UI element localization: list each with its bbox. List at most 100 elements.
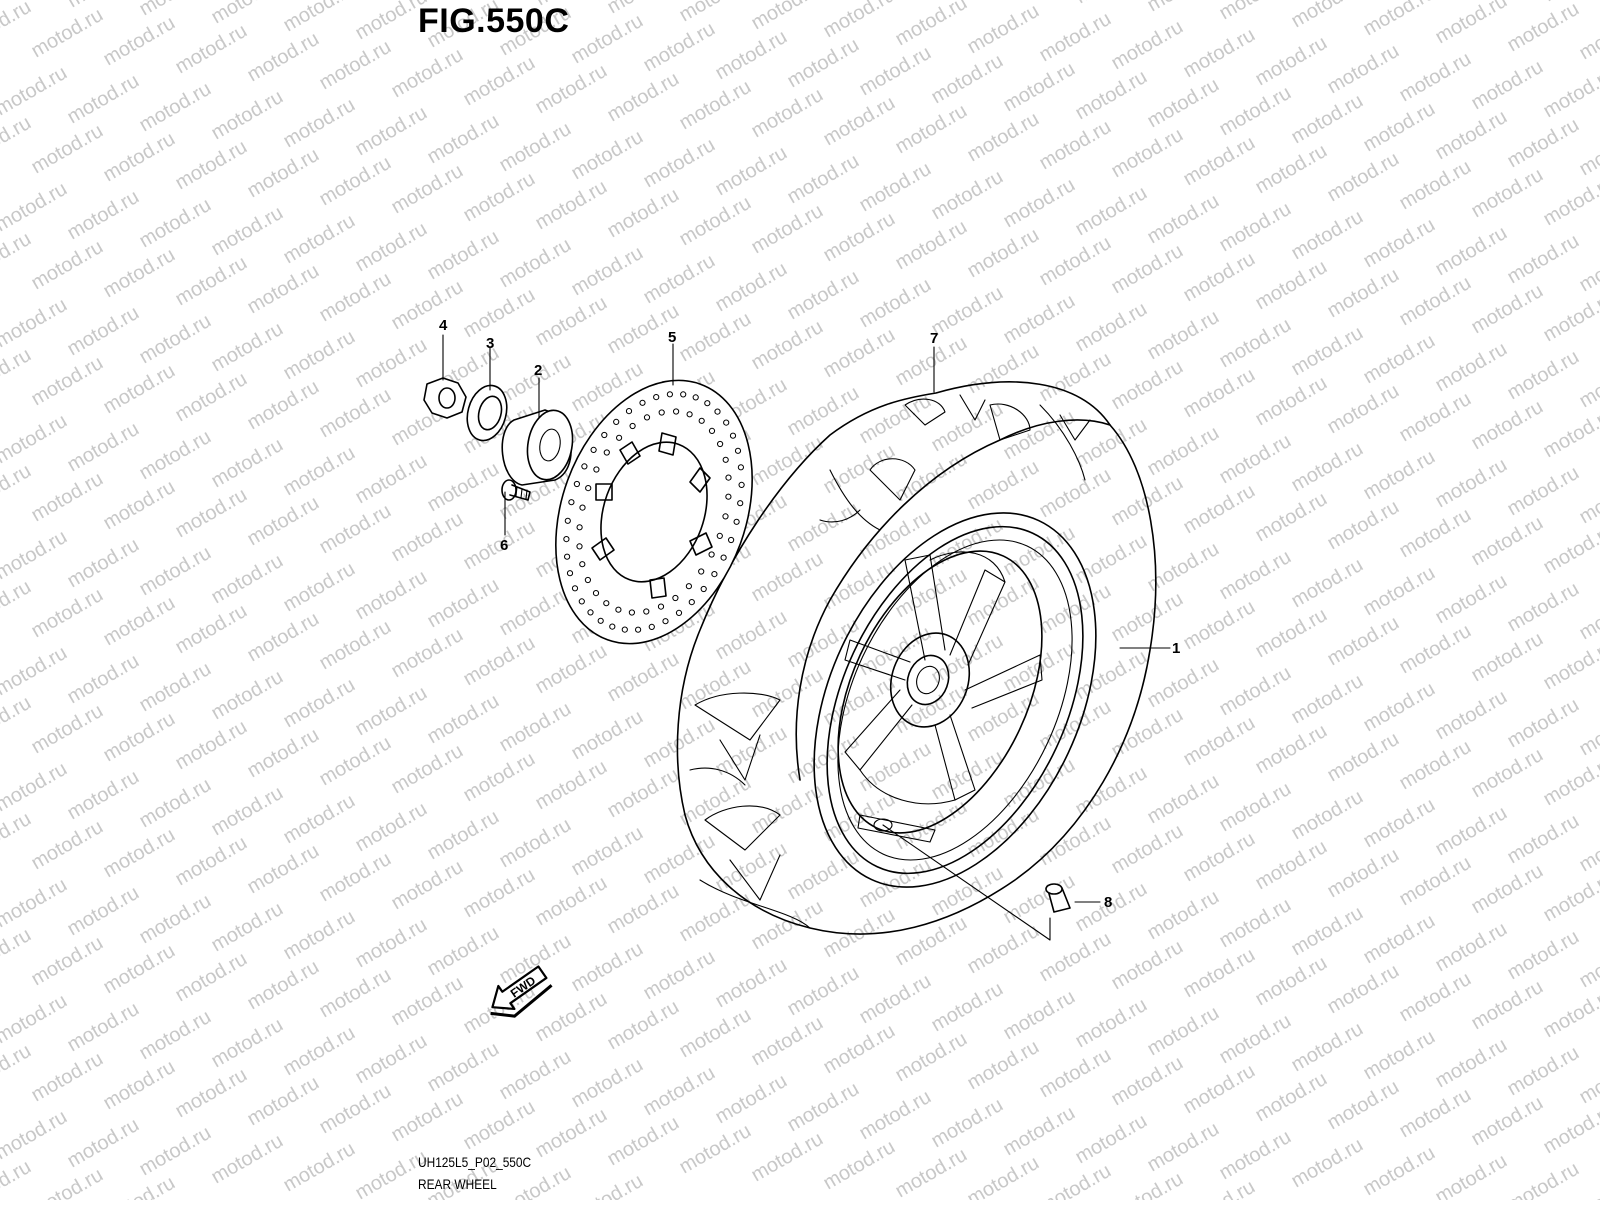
- watermark-text: motod.ru: [280, 790, 359, 849]
- watermark-text: motod.ru: [784, 846, 863, 905]
- watermark-text: motod.ru: [928, 50, 1007, 109]
- watermark-text: motod.ru: [28, 1164, 107, 1200]
- watermark-text: motod.ru: [820, 324, 899, 383]
- watermark-text: motod.ru: [244, 608, 323, 667]
- watermark-text: motod.ru: [316, 616, 395, 675]
- watermark-text: motod.ru: [172, 20, 251, 79]
- watermark-text: motod.ru: [424, 226, 503, 285]
- watermark-text: motod.ru: [1216, 0, 1295, 24]
- watermark-text: motod.ru: [1000, 290, 1079, 349]
- watermark-text: motod.ru: [568, 126, 647, 185]
- watermark-text: motod.ru: [280, 906, 359, 965]
- watermark-text: motod.ru: [1396, 156, 1475, 215]
- watermark-text: motod.ru: [1468, 628, 1547, 687]
- watermark-text: motod.ru: [0, 294, 71, 353]
- watermark-text: motod.ru: [1396, 1084, 1475, 1143]
- watermark-text: motod.ru: [496, 698, 575, 757]
- watermark-text: motod.ru: [172, 252, 251, 311]
- watermark-text: motod.ru: [892, 100, 971, 159]
- watermark-text: motod.ru: [64, 766, 143, 825]
- watermark-text: motod.ru: [1252, 488, 1331, 547]
- watermark-text: motod.ru: [100, 360, 179, 419]
- watermark-text: motod.ru: [1324, 612, 1403, 671]
- watermark-text: motod.ru: [1144, 190, 1223, 249]
- watermark-text: motod.ru: [172, 368, 251, 427]
- watermark-text: motod.ru: [640, 250, 719, 309]
- watermark-text: motod.ru: [100, 824, 179, 883]
- watermark-text: motod.ru: [388, 972, 467, 1031]
- watermark-text: motod.ru: [280, 326, 359, 385]
- watermark-text: motod.ru: [0, 990, 71, 1049]
- watermark-text: motod.ru: [64, 1114, 143, 1173]
- watermark-text: motod.ru: [1504, 230, 1583, 289]
- watermark-text: motod.ru: [424, 110, 503, 169]
- watermark-text: motod.ru: [1504, 0, 1583, 56]
- watermark-text: motod.ru: [1288, 322, 1367, 381]
- watermark-text: motod.ru: [172, 600, 251, 659]
- watermark-text: motod.ru: [1468, 280, 1547, 339]
- watermark-text: motod.ru: [1360, 678, 1439, 737]
- watermark-text: motod.ru: [1432, 1150, 1511, 1200]
- watermark-text: motod.ru: [1072, 646, 1151, 705]
- watermark-text: motod.ru: [1144, 654, 1223, 713]
- watermark-text: motod.ru: [1036, 116, 1115, 175]
- watermark-text: motod.ru: [28, 352, 107, 411]
- watermark-text: motod.ru: [1432, 338, 1511, 397]
- watermark-text: motod.ru: [640, 1062, 719, 1121]
- watermark-text: motod.ru: [568, 822, 647, 881]
- watermark-text: motod.ru: [1180, 24, 1259, 83]
- watermark-text: motod.ru: [1288, 1018, 1367, 1077]
- watermark-text: motod.ru: [1288, 90, 1367, 149]
- watermark-text: motod.ru: [64, 0, 143, 12]
- watermark-text: motod.ru: [1432, 1034, 1511, 1093]
- watermark-text: motod.ru: [676, 1004, 755, 1063]
- watermark-text: motod.ru: [1000, 58, 1079, 117]
- watermark-text: motod.ru: [532, 872, 611, 931]
- watermark-text: motod.ru: [1540, 288, 1600, 347]
- watermark-text: motod.ru: [316, 500, 395, 559]
- watermark-text: motod.ru: [100, 12, 179, 71]
- watermark-text: motod.ru: [136, 1006, 215, 1065]
- watermark-text: motod.ru: [532, 640, 611, 699]
- watermark-text: motod.ru: [964, 340, 1043, 399]
- watermark-text: motod.ru: [1504, 694, 1583, 753]
- watermark-text: motod.ru: [316, 36, 395, 95]
- watermark-text: motod.ru: [1288, 0, 1367, 32]
- watermark-text: motod.ru: [964, 108, 1043, 167]
- watermark-text: motod.ru: [1072, 298, 1151, 357]
- watermark-text: motod.ru: [748, 1012, 827, 1071]
- watermark-text: motod.ru: [28, 468, 107, 527]
- watermark-text: motod.ru: [136, 0, 215, 20]
- watermark-text: motod.ru: [640, 18, 719, 77]
- watermark-text: motod.ru: [892, 448, 971, 507]
- watermark-text: motod.ru: [100, 244, 179, 303]
- watermark-text: motod.ru: [496, 1046, 575, 1105]
- watermark-text: motod.ru: [1144, 74, 1223, 133]
- watermark-text: motod.ru: [820, 92, 899, 151]
- watermark-text: motod.ru: [532, 988, 611, 1047]
- watermark-text: motod.ru: [1108, 124, 1187, 183]
- watermark-text: motod.ru: [460, 284, 539, 343]
- watermark-text: motod.ru: [712, 26, 791, 85]
- watermark-text: motod.ru: [964, 224, 1043, 283]
- watermark-text: motod.ru: [1288, 902, 1367, 961]
- figure-title: FIG.550C: [418, 2, 569, 41]
- watermark-text: motod.ru: [1144, 0, 1223, 16]
- watermark-text: motod.ru: [928, 1094, 1007, 1153]
- watermark-text: motod.ru: [172, 716, 251, 775]
- watermark-text: motod.ru: [1072, 994, 1151, 1053]
- watermark-text: motod.ru: [1000, 174, 1079, 233]
- watermark-text: motod.ru: [1216, 894, 1295, 953]
- watermark-text: motod.ru: [892, 0, 971, 50]
- watermark-text: motod.ru: [1432, 918, 1511, 977]
- watermark-text: motod.ru: [496, 350, 575, 409]
- watermark-text: motod.ru: [352, 914, 431, 973]
- watermark-text: motod.ru: [172, 948, 251, 1007]
- watermark-text: motod.ru: [1252, 952, 1331, 1011]
- watermark-text: motod.ru: [244, 376, 323, 435]
- watermark-text: motod.ru: [1468, 56, 1547, 115]
- watermark-text: motod.ru: [0, 758, 71, 817]
- watermark-text: motod.ru: [208, 782, 287, 841]
- watermark-text: motod.ru: [1180, 712, 1259, 771]
- watermark-text: motod.ru: [532, 176, 611, 235]
